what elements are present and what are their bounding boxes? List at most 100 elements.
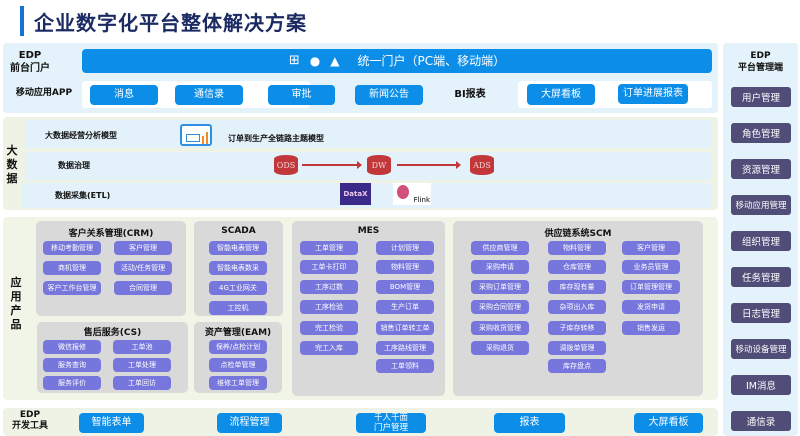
- cs-module[interactable]: 微信报修: [43, 340, 101, 354]
- admin-menu-item[interactable]: 移动设备管理: [731, 339, 791, 359]
- squirrel-icon: [397, 185, 409, 199]
- page-title: 企业数字化平台整体解决方案: [34, 11, 307, 35]
- scada-module[interactable]: 智能电表数采: [209, 261, 267, 275]
- scm-module[interactable]: 采购申请: [471, 260, 529, 274]
- scm-module[interactable]: 业务员管理: [622, 260, 680, 274]
- devtool-smart-form[interactable]: 智能表单: [79, 413, 144, 433]
- arrow-icon: [397, 161, 461, 169]
- mes-module[interactable]: 工序路线管理: [376, 341, 434, 355]
- bi-report-label: BI报表: [454, 89, 486, 100]
- ods-database-icon: ODS: [274, 155, 298, 175]
- admin-menu-item[interactable]: 用户管理: [731, 87, 791, 107]
- apps-label: 应用产品: [10, 276, 22, 331]
- crm-module[interactable]: 活动/任务管理: [114, 261, 172, 275]
- scm-module[interactable]: 物料管理: [548, 241, 606, 255]
- mes-module[interactable]: 物料管理: [376, 260, 434, 274]
- unified-portal-bar[interactable]: ⊞ ● ▲ 统一门户（PC端、移动端）: [82, 49, 712, 73]
- cs-module[interactable]: 服务查询: [43, 358, 101, 372]
- mes-module[interactable]: 销售订单转工单: [376, 321, 434, 335]
- admin-menu-item[interactable]: 通信录: [731, 411, 791, 431]
- scada-title: SCADA: [221, 226, 256, 236]
- analysis-model-row: [25, 120, 712, 148]
- mobile-app-label: 移动应用APP: [15, 88, 73, 98]
- admin-menu-item[interactable]: 移动应用管理: [731, 195, 791, 215]
- devtool-dashboard[interactable]: 大屏看板: [634, 413, 703, 433]
- cs-title: 售后服务(CS): [83, 328, 142, 338]
- scm-module[interactable]: 客户管理: [622, 241, 680, 255]
- mes-module[interactable]: BOM管理: [376, 280, 434, 294]
- dw-database-icon: DW: [367, 155, 391, 175]
- scada-module[interactable]: 智能电表管理: [209, 241, 267, 255]
- android-icon: ▲: [330, 54, 340, 68]
- admin-label: EDP 平台管理端: [737, 51, 783, 73]
- crm-module[interactable]: 客户工作台管理: [43, 281, 101, 295]
- mes-module[interactable]: 工单管理: [300, 241, 358, 255]
- admin-menu-item[interactable]: 组织管理: [731, 231, 791, 251]
- portal-label: EDP 前台门户: [10, 50, 50, 74]
- mobile-item-messages[interactable]: 消息: [90, 85, 158, 105]
- unified-portal-label: 统一门户（PC端、移动端）: [357, 54, 506, 68]
- cs-module[interactable]: 工单池: [113, 340, 171, 354]
- scm-module[interactable]: 库存现有量: [548, 280, 606, 294]
- scm-module[interactable]: 库存盘点: [548, 359, 606, 373]
- eam-module[interactable]: 维修工单管理: [209, 376, 267, 390]
- mobile-item-contacts[interactable]: 通信录: [175, 85, 243, 105]
- crm-title: 客户关系管理(CRM): [68, 229, 154, 239]
- ads-database-icon: ADS: [470, 155, 494, 175]
- scm-module[interactable]: 采购收货管理: [471, 321, 529, 335]
- crm-module[interactable]: 合同管理: [114, 281, 172, 295]
- mobile-item-approval[interactable]: 审批: [268, 85, 335, 105]
- crm-module[interactable]: 客户管理: [114, 241, 172, 255]
- devtool-portal-management[interactable]: 千人千面 门户管理: [356, 413, 426, 433]
- eam-module[interactable]: 点检单管理: [209, 358, 267, 372]
- devtool-workflow[interactable]: 流程管理: [217, 413, 282, 433]
- scm-title: 供应链系统SCM: [544, 229, 612, 239]
- admin-menu-item[interactable]: 日志管理: [731, 303, 791, 323]
- scada-box: SCADA: [194, 221, 283, 316]
- cs-module[interactable]: 工单处理: [113, 358, 171, 372]
- scm-module[interactable]: 采购退货: [471, 341, 529, 355]
- factory-chart-icon: [180, 124, 212, 146]
- eam-title: 资产管理(EAM): [204, 328, 272, 338]
- scm-module[interactable]: 供应商管理: [471, 241, 529, 255]
- eam-module[interactable]: 保养/点检计划: [209, 340, 267, 354]
- scm-module[interactable]: 子库存转移: [548, 321, 606, 335]
- scm-module[interactable]: 调拨单管理: [548, 341, 606, 355]
- admin-menu-item[interactable]: IM消息: [731, 375, 791, 395]
- admin-menu-item[interactable]: 角色管理: [731, 123, 791, 143]
- title-accent-bar: [20, 6, 24, 36]
- cs-module[interactable]: 服务评价: [43, 376, 101, 390]
- bigdata-label: 大数据: [6, 144, 18, 185]
- admin-menu-item[interactable]: 资源管理: [731, 159, 791, 179]
- mes-module[interactable]: 生产订单: [376, 300, 434, 314]
- mes-module[interactable]: 完工检验: [300, 321, 358, 335]
- admin-menu-item[interactable]: 任务管理: [731, 267, 791, 287]
- mes-module[interactable]: 计划管理: [376, 241, 434, 255]
- mes-module[interactable]: 工单卡打印: [300, 260, 358, 274]
- scm-module[interactable]: 订单管理管理: [622, 280, 680, 294]
- scm-module[interactable]: 仓库管理: [548, 260, 606, 274]
- mes-title: MES: [357, 226, 380, 236]
- mes-module[interactable]: 工序过数: [300, 280, 358, 294]
- scm-module[interactable]: 杂项出入库: [548, 300, 606, 314]
- datax-logo: DataX: [340, 183, 371, 205]
- mobile-item-news[interactable]: 新闻公告: [355, 85, 423, 105]
- chain-model-text: 订单到生产全链路主题模型: [228, 134, 324, 143]
- bi-item-order-progress[interactable]: 订单进展报表: [618, 84, 688, 104]
- mes-module[interactable]: 工单领料: [376, 359, 434, 373]
- bi-item-dashboard[interactable]: 大屏看板: [527, 84, 595, 105]
- mes-module[interactable]: 完工入库: [300, 341, 358, 355]
- devtool-report[interactable]: 报表: [494, 413, 565, 433]
- etl-label: 数据采集(ETL): [55, 191, 111, 200]
- scm-module[interactable]: 销售发运: [622, 321, 680, 335]
- mes-module[interactable]: 工序检验: [300, 300, 358, 314]
- scm-module[interactable]: 采购合同管理: [471, 300, 529, 314]
- cs-module[interactable]: 工单回访: [113, 376, 171, 390]
- crm-module[interactable]: 移动考勤管理: [43, 241, 101, 255]
- scm-module[interactable]: 发货申请: [622, 300, 680, 314]
- crm-module[interactable]: 商机管理: [43, 261, 101, 275]
- scm-module[interactable]: 采购订单管理: [471, 280, 529, 294]
- flink-label: Flink: [413, 196, 430, 204]
- scada-module[interactable]: 4G工业网关: [209, 281, 267, 295]
- scada-module[interactable]: 工控机: [209, 301, 267, 315]
